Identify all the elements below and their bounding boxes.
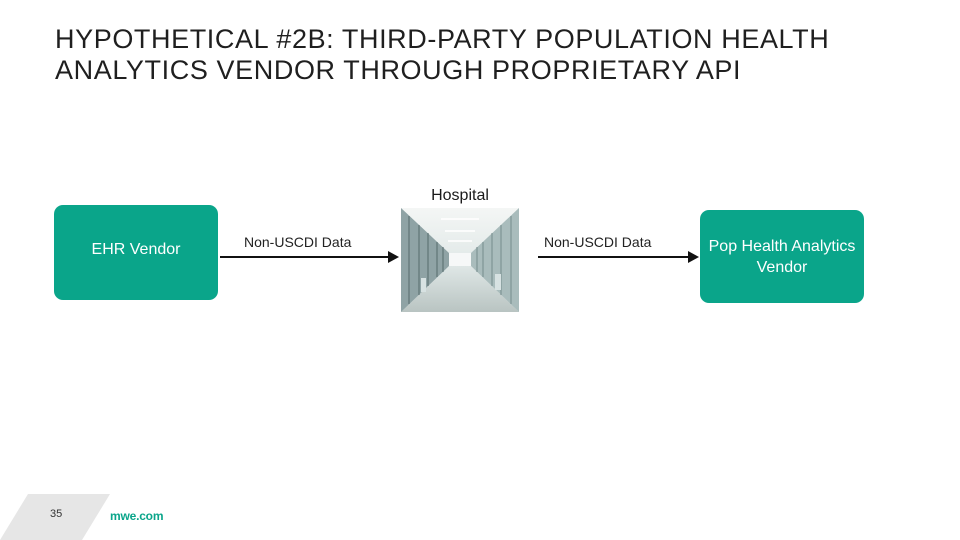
- hospital-corridor-photo-icon: [401, 208, 519, 312]
- ehr-vendor-node: EHR Vendor: [54, 205, 218, 300]
- pop-health-vendor-label: Pop Health Analytics Vendor: [708, 237, 856, 276]
- footer-triangle-decoration: [0, 494, 110, 540]
- arrow-hospital-to-pop: [538, 251, 699, 263]
- page-number: 35: [50, 508, 63, 520]
- slide-title: HYPOTHETICAL #2B: THIRD-PARTY POPULATION…: [55, 24, 830, 85]
- edge-label-ehr-to-hospital: Non-USCDI Data: [244, 234, 352, 250]
- ehr-vendor-label: EHR Vendor: [91, 241, 181, 258]
- hospital-corridor-image: [401, 208, 519, 312]
- footer-website[interactable]: mwe.com: [110, 509, 164, 523]
- arrow-ehr-to-hospital: [220, 251, 399, 263]
- hospital-label: Hospital: [431, 187, 489, 204]
- pop-health-vendor-node: Pop Health Analytics Vendor: [700, 210, 864, 303]
- edge-label-hospital-to-pop: Non-USCDI Data: [544, 234, 652, 250]
